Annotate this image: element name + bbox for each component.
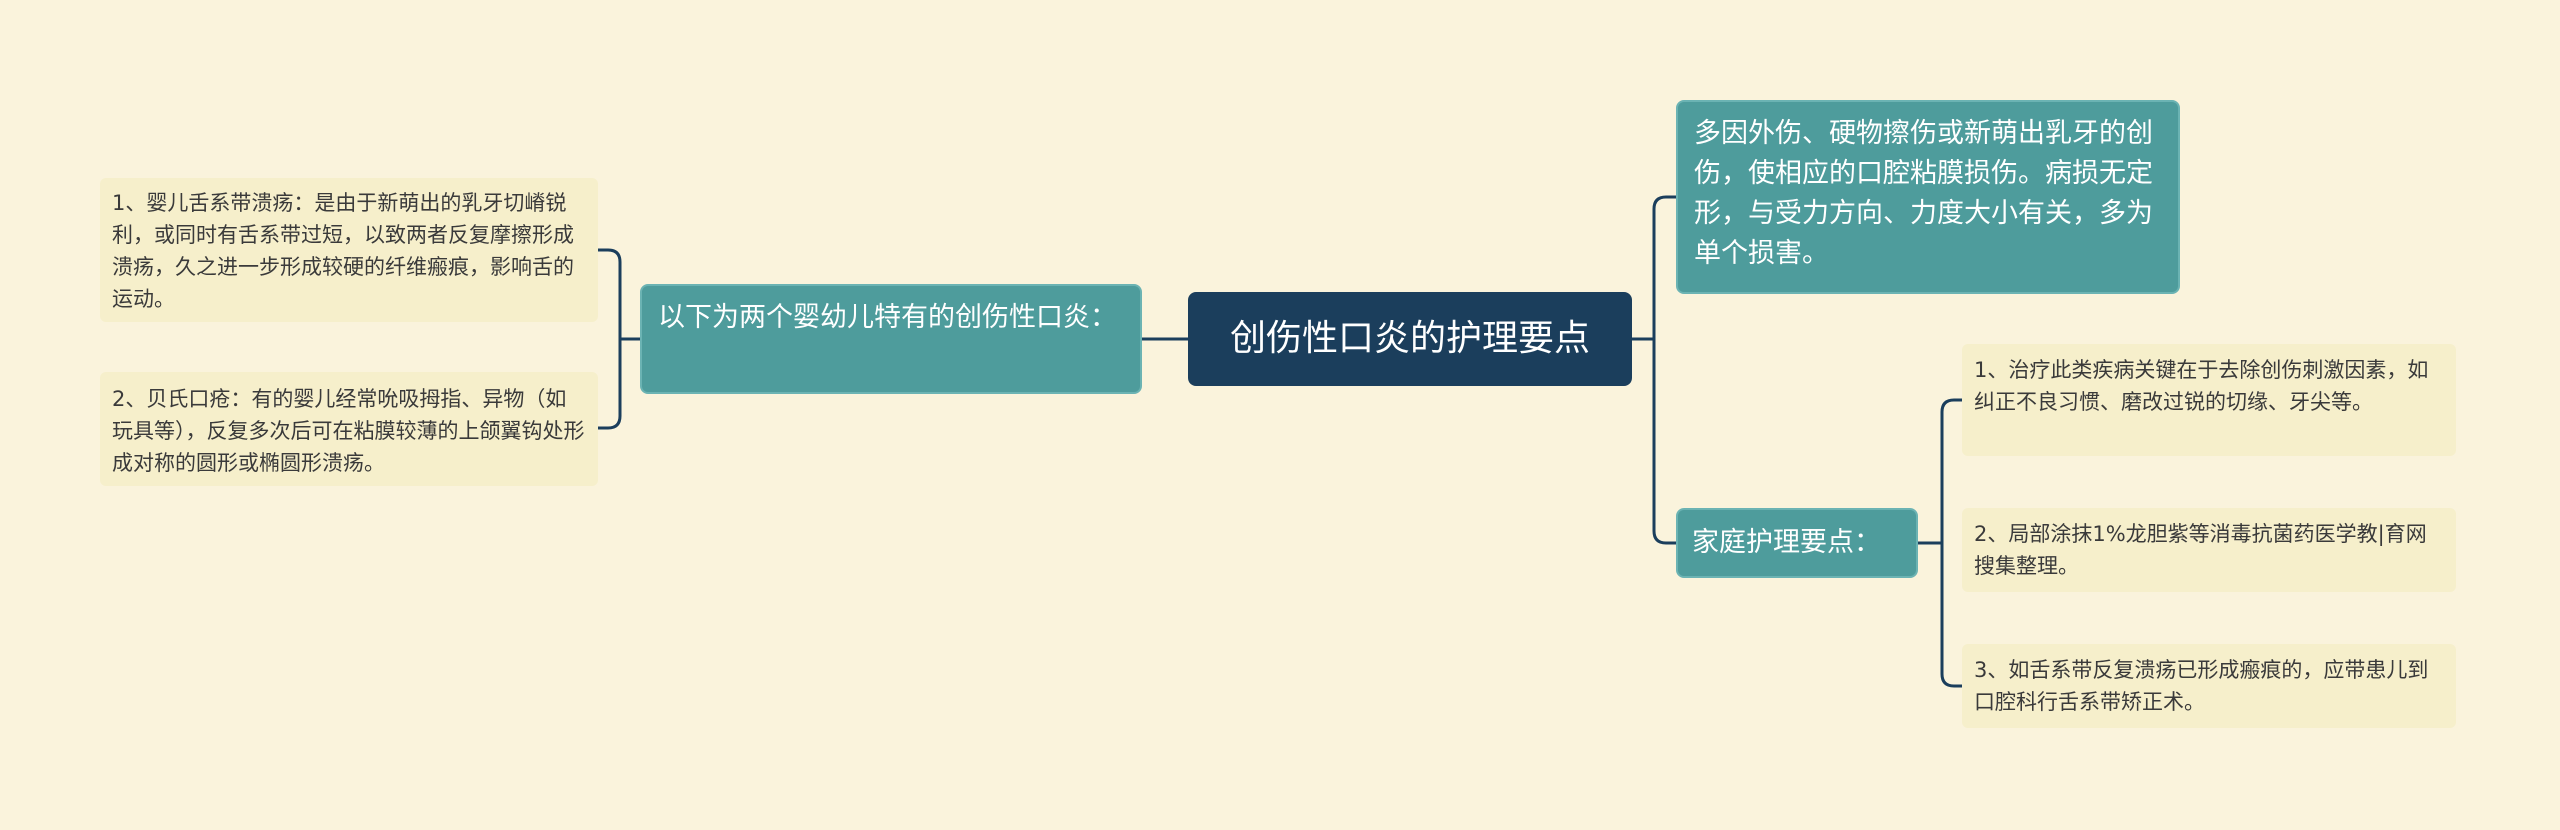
connector-right-leaves bbox=[1940, 398, 1962, 688]
leaf-text: 1、治疗此类疾病关键在于去除创伤刺激因素，如纠正不良习惯、磨改过锐的切缘、牙尖等… bbox=[1974, 358, 2429, 414]
root-node[interactable]: 创伤性口炎的护理要点 bbox=[1188, 292, 1632, 386]
leaf-bednar-aphthae[interactable]: 2、贝氏口疮：有的婴儿经常吮吸拇指、异物（如玩具等），反复多次后可在粘膜较薄的上… bbox=[100, 372, 598, 486]
leaf-care-step-2[interactable]: 2、局部涂抹1%龙胆紫等消毒抗菌药医学教|育网搜集整理。 bbox=[1962, 508, 2456, 592]
connector-right-trunk bbox=[1652, 195, 1676, 545]
branch-infant-ulcers[interactable]: 以下为两个婴幼儿特有的创伤性口炎： bbox=[640, 284, 1142, 394]
leaf-care-step-3[interactable]: 3、如舌系带反复溃疡已形成瘢痕的，应带患儿到口腔科行舌系带矫正术。 bbox=[1962, 644, 2456, 728]
leaf-text: 3、如舌系带反复溃疡已形成瘢痕的，应带患儿到口腔科行舌系带矫正术。 bbox=[1974, 658, 2429, 714]
branch-home-care[interactable]: 家庭护理要点： bbox=[1676, 508, 1918, 578]
branch-causes[interactable]: 多因外伤、硬物擦伤或新萌出乳牙的创伤，使相应的口腔粘膜损伤。病损无定形，与受力方… bbox=[1676, 100, 2180, 294]
leaf-text: 2、贝氏口疮：有的婴儿经常吮吸拇指、异物（如玩具等），反复多次后可在粘膜较薄的上… bbox=[112, 387, 585, 475]
leaf-text: 1、婴儿舌系带溃疡：是由于新萌出的乳牙切嵴锐利，或同时有舌系带过短，以致两者反复… bbox=[112, 191, 574, 311]
connector-left-leaf-1 bbox=[598, 248, 622, 430]
root-title: 创伤性口炎的护理要点 bbox=[1229, 318, 1590, 359]
leaf-tongue-frenulum-ulcer[interactable]: 1、婴儿舌系带溃疡：是由于新萌出的乳牙切嵴锐利，或同时有舌系带过短，以致两者反复… bbox=[100, 178, 598, 322]
branch-causes-label: 多因外伤、硬物擦伤或新萌出乳牙的创伤，使相应的口腔粘膜损伤。病损无定形，与受力方… bbox=[1694, 118, 2153, 269]
branch-infant-ulcers-label: 以下为两个婴幼儿特有的创伤性口炎： bbox=[658, 302, 1117, 333]
leaf-text: 2、局部涂抹1%龙胆紫等消毒抗菌药医学教|育网搜集整理。 bbox=[1974, 522, 2427, 578]
branch-home-care-label: 家庭护理要点： bbox=[1692, 527, 1881, 558]
leaf-care-step-1[interactable]: 1、治疗此类疾病关键在于去除创伤刺激因素，如纠正不良习惯、磨改过锐的切缘、牙尖等… bbox=[1962, 344, 2456, 456]
